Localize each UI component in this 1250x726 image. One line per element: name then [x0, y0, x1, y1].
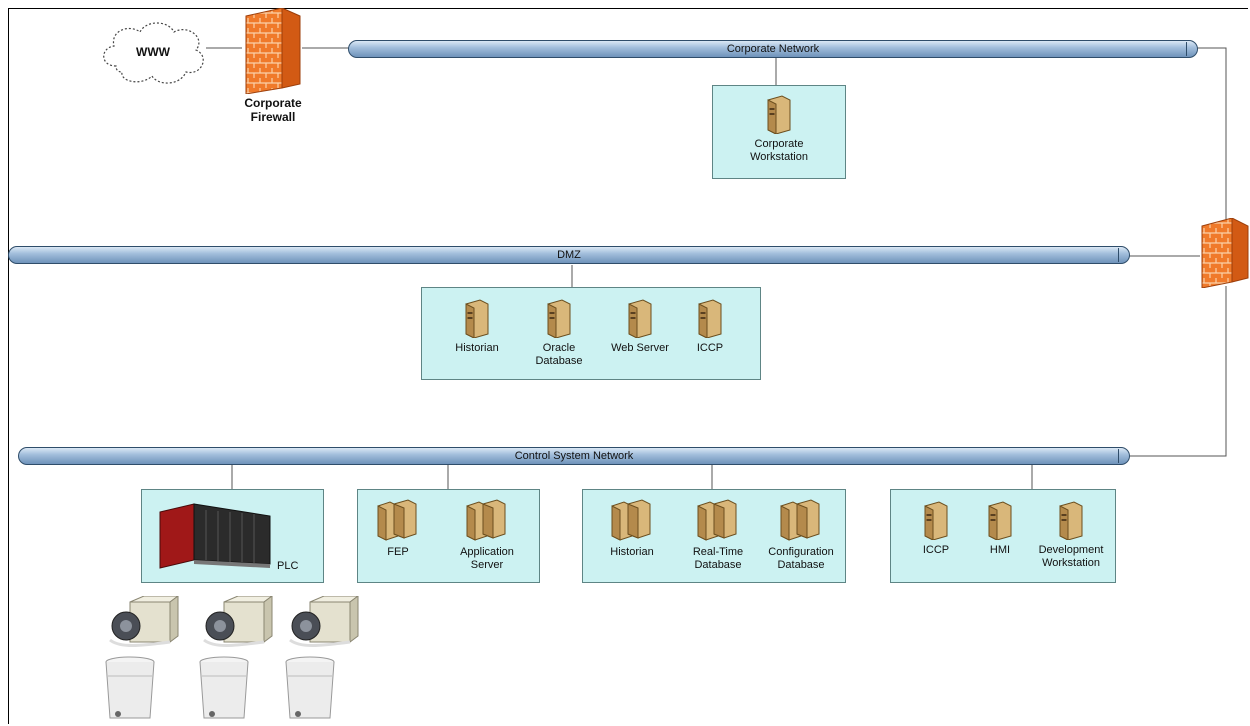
corporate-workstation-box: Corporate Workstation: [712, 85, 846, 179]
device-label: Configuration Database: [768, 546, 834, 571]
device-label: ICCP: [696, 342, 724, 354]
device-label: Real-Time Database: [692, 546, 744, 571]
server-cluster-icon: [377, 499, 417, 541]
server-cluster-icon: [697, 499, 737, 541]
configuration-database: Configuration Database: [757, 498, 845, 572]
cloud-label: WWW: [136, 45, 171, 59]
device-label: Historian: [610, 546, 654, 558]
corporate-network-bus: Corporate Network: [348, 40, 1198, 58]
dmz-iccp: ICCP: [680, 298, 740, 355]
corporate-network-label: Corporate Network: [726, 43, 820, 55]
server-icon: [767, 95, 791, 134]
dmz-oracle-database: Oracle Database: [524, 298, 594, 368]
server-icon: [547, 299, 571, 338]
corporate-firewall-label: Corporate Firewall: [244, 96, 302, 124]
tank-icon: [199, 656, 249, 719]
device-label: FEP: [387, 546, 409, 558]
bus-end-cap: [1118, 248, 1125, 262]
server-icon: [698, 299, 722, 338]
plc-box: PLC: [141, 489, 324, 583]
device-label: HMI: [989, 544, 1011, 556]
hmi-workstation: HMI: [975, 500, 1025, 557]
dmz-label: DMZ: [557, 249, 581, 261]
device-label: Development Workstation: [1038, 544, 1104, 569]
control-network-bus: Control System Network: [18, 447, 1130, 465]
internet-cloud-icon: WWW: [103, 22, 204, 84]
tank-icon: [105, 656, 155, 719]
fep-server: FEP: [368, 498, 428, 559]
dmz-bus: DMZ: [8, 246, 1130, 264]
pumps-and-tanks: [105, 596, 360, 719]
server-cluster-icon: [466, 499, 506, 541]
corporate-workstation: Corporate Workstation: [713, 94, 845, 164]
dmz-servers-box: Historian Oracle Database Web Server ICC…: [421, 287, 761, 380]
device-label: Corporate Workstation: [750, 138, 808, 163]
corporate-firewall-icon: [245, 8, 301, 94]
wire-corporate-firewall2: [1196, 47, 1227, 228]
device-label: Web Server: [611, 342, 669, 354]
control-historian: Historian: [597, 498, 667, 559]
tank-icon: [285, 656, 335, 719]
server-icon: [465, 299, 489, 338]
hmi-workstations-box: ICCP HMI Development Workstation: [890, 489, 1116, 583]
dmz-web-server: Web Server: [600, 298, 680, 355]
fep-app-server-box: FEP Application Server: [357, 489, 540, 583]
wire-firewall2-control: [1128, 286, 1227, 457]
pump-icon: [108, 596, 180, 647]
device-label: Historian: [455, 342, 499, 354]
database-servers-box: Historian Real-Time Database Configurati…: [582, 489, 846, 583]
development-workstation: Development Workstation: [1027, 500, 1115, 570]
application-server: Application Server: [444, 498, 530, 572]
server-cluster-icon: [611, 499, 651, 541]
server-cluster-icon: [780, 499, 820, 541]
pump-icon: [202, 596, 274, 647]
control-iccp: ICCP: [911, 500, 961, 557]
bus-end-cap: [1118, 449, 1125, 463]
server-icon: [1059, 501, 1083, 540]
control-firewall-icon: [1201, 218, 1249, 288]
plc-rack-icon: [159, 503, 271, 569]
diagram-frame: [8, 8, 1248, 724]
device-label: ICCP: [922, 544, 950, 556]
server-icon: [988, 501, 1012, 540]
plc-label: PLC: [277, 560, 299, 572]
real-time-database: Real-Time Database: [681, 498, 755, 572]
pump-icon: [288, 596, 360, 647]
control-network-label: Control System Network: [514, 450, 634, 462]
server-icon: [924, 501, 948, 540]
device-label: Oracle Database: [535, 342, 583, 367]
bus-end-cap: [1186, 42, 1193, 56]
dmz-historian: Historian: [442, 298, 512, 355]
device-label: Application Server: [460, 546, 514, 571]
server-icon: [628, 299, 652, 338]
